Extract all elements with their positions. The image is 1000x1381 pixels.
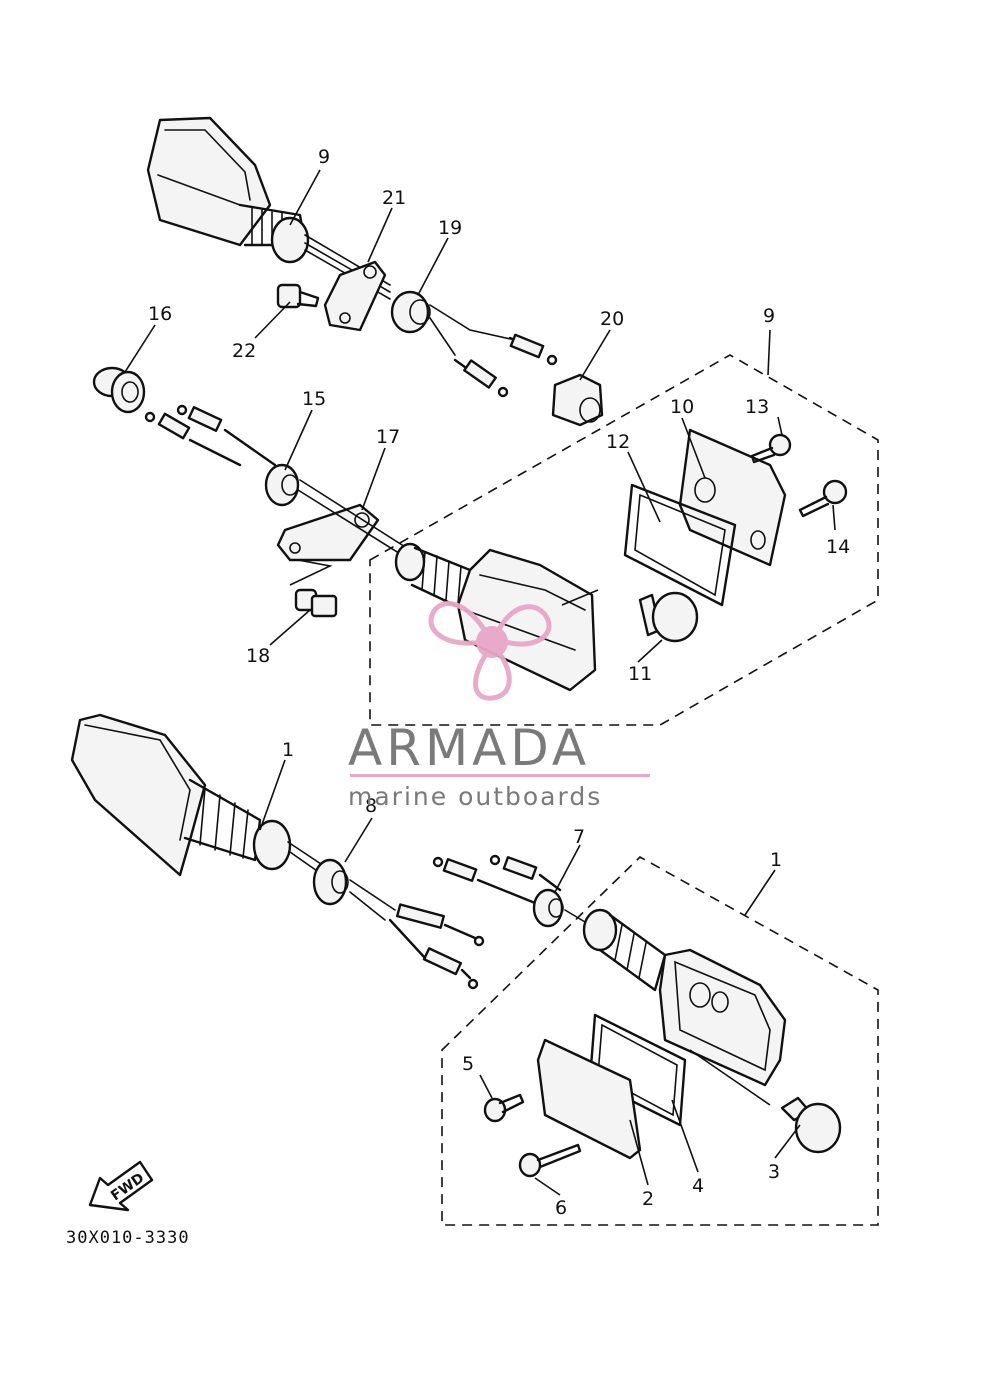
screw-14 bbox=[798, 479, 848, 518]
armada-logo-icon bbox=[428, 601, 552, 701]
callout-3: 3 bbox=[768, 1161, 780, 1183]
callout-9-right: 9 bbox=[763, 305, 775, 327]
exploded-group-outline-upper bbox=[369, 354, 879, 726]
callout-2: 2 bbox=[642, 1188, 654, 1210]
grommet-16 bbox=[92, 366, 146, 414]
grommet-8 bbox=[312, 858, 396, 921]
lens-10 bbox=[678, 428, 787, 567]
callout-1-left: 1 bbox=[282, 739, 294, 761]
connectors-lower-left bbox=[388, 903, 485, 990]
callout-19: 19 bbox=[438, 217, 462, 239]
gasket-12 bbox=[623, 483, 737, 607]
callout-13: 13 bbox=[745, 396, 769, 418]
leader-lines bbox=[124, 169, 836, 1196]
bolt-22 bbox=[276, 283, 320, 309]
grommet-7 bbox=[532, 888, 591, 928]
bracket-top bbox=[323, 260, 387, 332]
callout-8: 8 bbox=[365, 795, 377, 817]
callout-15: 15 bbox=[302, 388, 326, 410]
bolt-18 bbox=[294, 588, 338, 618]
callout-10: 10 bbox=[670, 396, 694, 418]
connectors-lower-right bbox=[432, 854, 562, 907]
callout-9-top: 9 bbox=[318, 146, 330, 168]
callout-16: 16 bbox=[148, 303, 172, 325]
screw-13 bbox=[750, 433, 792, 464]
bulb-3 bbox=[780, 1096, 842, 1154]
gasket-4 bbox=[588, 1013, 687, 1127]
armada-watermark: ARMADA marine outboards bbox=[348, 601, 650, 811]
screw-6 bbox=[518, 1143, 582, 1178]
fwd-label: FWD bbox=[108, 1170, 147, 1204]
brand-name: ARMADA bbox=[348, 719, 590, 777]
exploded-group-outline-lower bbox=[441, 856, 879, 1226]
callout-20: 20 bbox=[600, 308, 624, 330]
brand-tagline: marine outboards bbox=[348, 782, 602, 811]
callout-4: 4 bbox=[692, 1175, 704, 1197]
callout-5: 5 bbox=[462, 1053, 474, 1075]
lens-2 bbox=[536, 1038, 642, 1160]
callouts: 9 21 19 22 16 15 17 20 9 10 13 12 14 11 … bbox=[148, 146, 850, 1219]
callout-1-right: 1 bbox=[770, 849, 782, 871]
callout-17: 17 bbox=[376, 426, 400, 448]
callout-14: 14 bbox=[826, 536, 850, 558]
bulb-11 bbox=[638, 591, 699, 643]
callout-7: 7 bbox=[573, 826, 585, 848]
callout-11: 11 bbox=[628, 663, 652, 685]
connectors-top bbox=[453, 333, 558, 398]
bracket-middle bbox=[276, 503, 380, 586]
callout-18: 18 bbox=[246, 645, 270, 667]
turn-signal-middle bbox=[297, 479, 597, 692]
callout-12: 12 bbox=[606, 431, 630, 453]
drawing-code: 30X010-3330 bbox=[66, 1228, 190, 1248]
screw-5 bbox=[483, 1093, 525, 1123]
fwd-arrow: FWD bbox=[88, 1160, 154, 1212]
callout-21: 21 bbox=[382, 187, 406, 209]
brand-underline bbox=[350, 774, 650, 777]
grommet-20 bbox=[551, 373, 604, 427]
callout-6: 6 bbox=[555, 1197, 567, 1219]
turn-signal-lower-left bbox=[70, 713, 331, 881]
callout-22: 22 bbox=[232, 340, 256, 362]
connectors-middle bbox=[144, 404, 277, 467]
grommet-15 bbox=[264, 463, 300, 507]
grommet-19 bbox=[390, 290, 516, 356]
